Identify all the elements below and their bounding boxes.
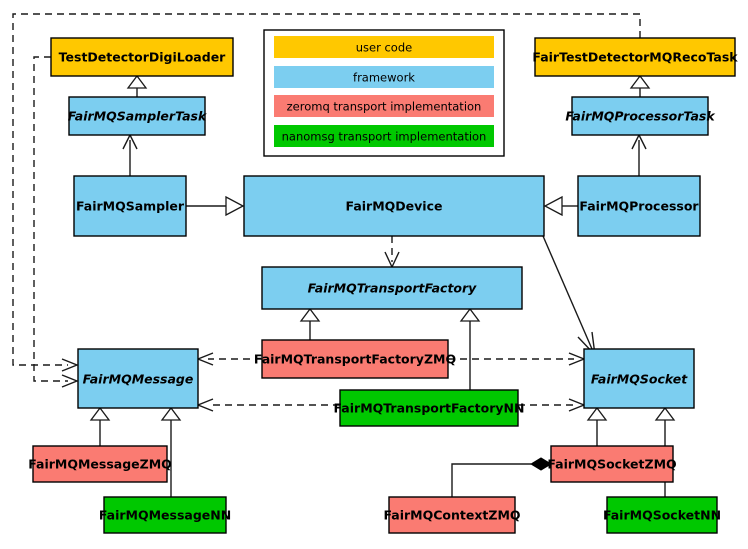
- node-fairmqmessagenn[interactable]: FairMQMessageNN: [99, 496, 231, 534]
- node-box: [50, 37, 234, 77]
- node-box: [606, 496, 718, 534]
- node-label: FairMQMessageZMQ: [28, 457, 172, 472]
- node-fairmqsocketnn[interactable]: FairMQSocketNN: [603, 496, 721, 534]
- node-label: FairMQSocketNN: [603, 508, 721, 523]
- node-fairmqmessage[interactable]: FairMQMessage: [77, 348, 199, 409]
- edge-fairmqmessagenn-to-fairmqmessage: [160, 406, 182, 497]
- edge-fairmqsamplertask-to-testdetectordigiloader: [126, 74, 148, 97]
- legend-swatch: [274, 125, 494, 147]
- legend-item-zeromq: zeromq transport implementation: [274, 95, 494, 117]
- edge-fairmqtransportfactoryzmq-to-fairmqtransportfactory: [299, 307, 321, 340]
- node-fairmqsampler[interactable]: FairMQSampler: [73, 175, 187, 237]
- node-label: FairMQSampler: [76, 199, 185, 214]
- node-box: [32, 445, 168, 483]
- legend-label: nanomsg transport implementation: [282, 130, 487, 144]
- legend-swatch: [274, 95, 494, 117]
- node-label: TestDetectorDigiLoader: [59, 50, 227, 65]
- legend-item-user-code: user code: [274, 36, 494, 58]
- node-label: FairMQMessageNN: [99, 508, 231, 523]
- edge-fairmqtransportfactorynn-to-fairmqtransportfactory: [459, 307, 481, 390]
- node-fairmqprocessortask[interactable]: FairMQProcessorTask: [565, 96, 715, 136]
- edge-fairmqmessagezmq-to-fairmqmessage: [89, 406, 111, 446]
- legend-label: user code: [356, 41, 412, 55]
- node-box: [583, 348, 695, 409]
- edge-fairmqsocketzmq-to-fairmqsocket: [586, 406, 608, 446]
- node-label: FairMQTransportFactoryZMQ: [254, 352, 456, 367]
- edge-fairmqtransportfactorynn-to-fairmqsocket: [518, 398, 586, 412]
- node-label: FairMQProcessor: [579, 199, 699, 214]
- legend-label: framework: [353, 71, 415, 85]
- node-box: [550, 445, 674, 483]
- node-box: [577, 175, 701, 237]
- edge-fairmqcontextzmq-to-fairmqsocketzmq: [451, 457, 552, 497]
- node-label: FairMQMessage: [83, 372, 194, 387]
- node-label: FairMQTransportFactoryNN: [334, 401, 525, 416]
- node-label: FairMQSocketZMQ: [547, 457, 676, 472]
- node-box: [243, 175, 545, 237]
- node-label: FairMQTransportFactory: [308, 281, 477, 296]
- legend-label: zeromq transport implementation: [287, 100, 482, 114]
- edge-fairmqprocessor-to-fairmqprocessortask: [631, 133, 647, 176]
- node-fairmqtransportfactory[interactable]: FairMQTransportFactory: [261, 266, 523, 310]
- node-fairmqsocket[interactable]: FairMQSocket: [583, 348, 695, 409]
- edge-fairmqprocessortask-to-fairtestdetectormqrecotask: [629, 74, 651, 97]
- node-label: FairMQProcessorTask: [565, 109, 715, 124]
- node-label: FairMQSocket: [591, 372, 688, 387]
- legend-swatch: [274, 36, 494, 58]
- legend: user code framework zeromq transport imp…: [263, 29, 505, 157]
- edge-fairtestdetectormqrecotask-to-fairmqmessage: [12, 13, 641, 372]
- legend-swatch: [274, 66, 494, 88]
- node-box: [103, 496, 227, 534]
- node-box: [73, 175, 187, 237]
- node-fairmqsamplertask[interactable]: FairMQSamplerTask: [68, 96, 207, 136]
- edge-fairmqtransportfactorynn-to-fairmqmessage: [196, 398, 340, 412]
- node-label: FairTestDetectorMQRecoTask: [532, 50, 738, 65]
- node-fairmqdevice[interactable]: FairMQDevice: [243, 175, 545, 237]
- node-testdetectordigiloader[interactable]: TestDetectorDigiLoader: [50, 37, 234, 77]
- node-fairtestdetectormqrecotask[interactable]: FairTestDetectorMQRecoTask: [532, 37, 738, 77]
- edge-fairmqsampler-to-fairmqsamplertask: [122, 133, 138, 176]
- node-box: [68, 96, 206, 136]
- node-fairmqprocessor[interactable]: FairMQProcessor: [577, 175, 701, 237]
- edge-fairmqtransportfactoryzmq-to-fairmqmessage: [196, 352, 262, 366]
- node-fairmqmessagezmq[interactable]: FairMQMessageZMQ: [28, 445, 172, 483]
- node-box: [261, 339, 449, 379]
- node-box: [77, 348, 199, 409]
- node-fairmqsocketzmq[interactable]: FairMQSocketZMQ: [547, 445, 677, 483]
- edge-testdetectordigiloader-to-fairmqmessage: [33, 56, 79, 388]
- edge-fairmqdevice-to-fairmqtransportfactory: [384, 236, 400, 269]
- node-box: [339, 389, 519, 427]
- node-fairmqcontextzmq[interactable]: FairMQContextZMQ: [383, 496, 521, 534]
- edge-fairmqtransportfactoryzmq-to-fairmqsocket: [448, 352, 586, 366]
- node-box: [261, 266, 523, 310]
- node-box: [388, 496, 516, 534]
- edge-fairmqprocessor-to-fairmqdevice: [543, 195, 578, 217]
- node-fairmqtransportfactorynn[interactable]: FairMQTransportFactoryNN: [334, 389, 525, 427]
- node-label: FairMQContextZMQ: [383, 508, 520, 523]
- node-box: [571, 96, 709, 136]
- legend-item-framework: framework: [274, 66, 494, 88]
- node-fairmqtransportfactoryzmq[interactable]: FairMQTransportFactoryZMQ: [254, 339, 456, 379]
- edge-fairmqsampler-to-fairmqdevice: [186, 195, 245, 217]
- node-label: FairMQDevice: [346, 199, 443, 214]
- edge-fairmqdevice-to-fairmqsocket: [542, 235, 596, 358]
- legend-item-nanomsg: nanomsg transport implementation: [274, 125, 494, 147]
- node-label: FairMQSamplerTask: [68, 109, 207, 124]
- node-layer: TestDetectorDigiLoader FairTestDetectorM…: [28, 37, 738, 534]
- node-box: [534, 37, 736, 77]
